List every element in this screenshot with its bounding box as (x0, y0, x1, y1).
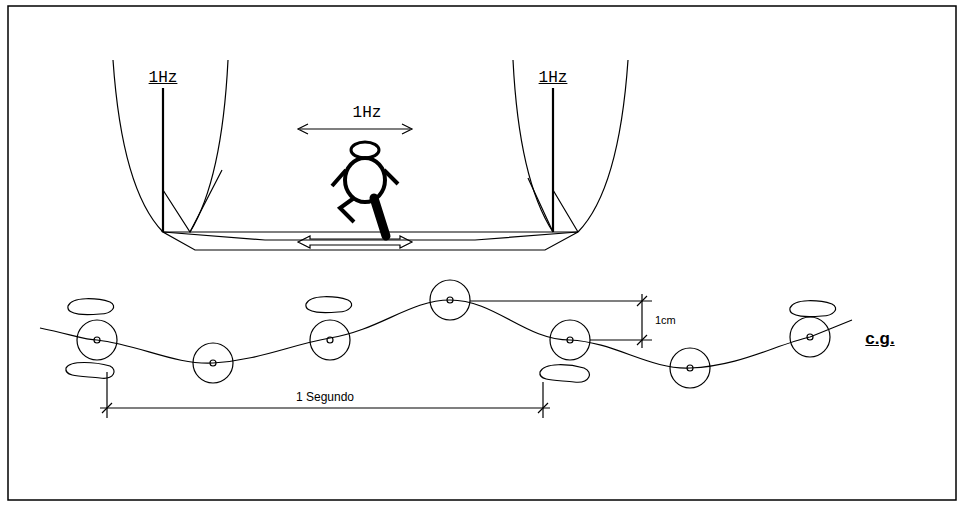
cg-position (77, 280, 830, 388)
frequency-label: 1Hz (539, 70, 568, 86)
hanger (162, 88, 164, 232)
cg-label: c.g. (865, 330, 894, 347)
stay (163, 170, 222, 232)
dimension-label: 1cm (655, 315, 676, 326)
dimension-line (100, 407, 550, 408)
dimension-tick (102, 403, 548, 413)
frame (8, 6, 956, 500)
stay (528, 178, 578, 232)
frequency-label: 1Hz (353, 105, 382, 121)
arrow-head (298, 124, 412, 134)
dimension-line (542, 382, 543, 418)
person-leg (374, 198, 386, 236)
cg-trajectory (40, 300, 852, 368)
person-leg (340, 198, 354, 222)
oscillation-arrow (300, 128, 410, 129)
cable (578, 60, 628, 232)
person-head (351, 142, 379, 158)
deck-oscillation-arrow (298, 236, 412, 248)
dimension-line (106, 372, 107, 418)
person-arm (332, 170, 398, 186)
person-body (345, 158, 385, 202)
cable (190, 60, 228, 232)
dimension-label: 1 Segundo (296, 391, 354, 403)
footprint (66, 297, 836, 383)
frequency-label: 1Hz (149, 70, 178, 86)
dimension-tick (637, 296, 647, 345)
deck (163, 232, 578, 250)
dimension-line (470, 300, 652, 301)
hanger (552, 88, 554, 232)
